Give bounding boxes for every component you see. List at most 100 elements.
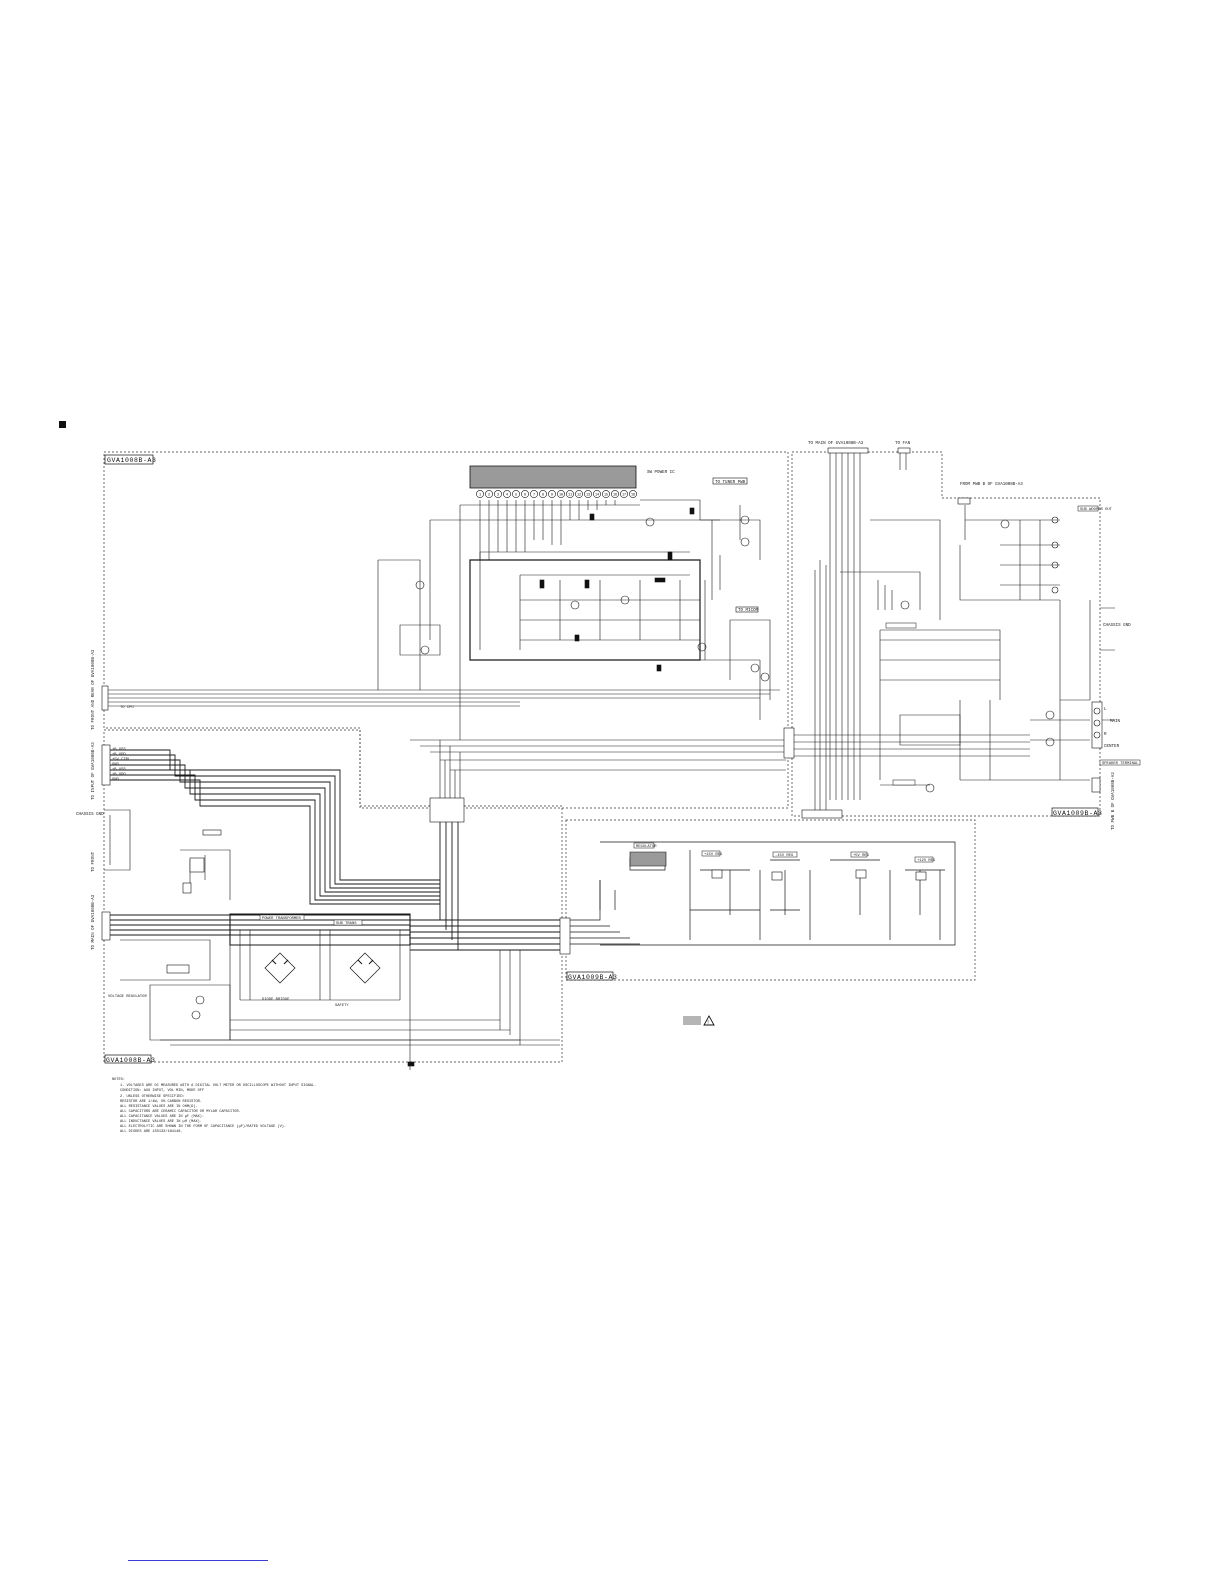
board-top-left-outline [103,451,789,809]
bottom-right-wiring [565,841,956,946]
note-line-9: ALL ELECTROLYTIC ARE SHOWN IN THE FORM O… [120,1124,286,1129]
note-line-6: ALL CAPACITORS ARE CERAMIC CAPACITOR OR … [120,1110,241,1114]
label-to-main: TO MAIN OF GVA1008B-A3 [808,442,864,446]
note-line-3: 2. UNLESS OTHERWISE SPECIFIED: [120,1095,185,1099]
label-regulator: REGULATOR [636,845,657,849]
board-label-bottom-right: GVA1009B-A3 [568,974,618,981]
label-speaker-terminal: SPEAKER TERMINAL [1102,762,1139,766]
bottom-right-components [559,851,927,955]
ic-pin-number: 15 [604,493,608,497]
section-bullet-icon [59,421,66,428]
label-from-pwb: FROM PWB B OF GVA1008B-A3 [960,483,1023,487]
ic-pin-number: 4 [506,493,508,497]
ic-pin-number: 9 [551,493,553,497]
ic-pin-number: 8 [542,493,544,497]
label-15v-neg: -15V REG [775,854,794,858]
label-15v-pos: +15V REG [704,853,723,857]
ic-pin [530,490,538,498]
ic-pin-number: 14 [595,493,599,497]
board-bottom-right-outline [565,819,976,981]
note-line-2: CONDITION: AUX INPUT, VOL MIN, MODE OFF [120,1089,204,1093]
left-label-front: TO FRONT [92,851,96,872]
conn-label-2: +B VDD [112,753,126,757]
ic-pin-number: 3 [497,493,499,497]
label-to-fan: TO FAN [895,442,911,446]
ic-pin-number: 6 [524,493,526,497]
ic-pin-number: 1 [479,493,481,497]
ic-pin [539,490,547,498]
label-to-pwb-right: TO PWB B OF GVA1008B-A3 [1112,772,1116,830]
label-sub-woofer: SUB WOOFER OUT [1080,508,1113,512]
bottom-left-labels: +B VSS +B VDD +5V CTRL GND +B VSS +B VDD… [76,742,363,1008]
ic-pin [494,490,502,498]
label-power-transformer: POWER TRANSFORMER [262,917,301,921]
label-12v: +12V REG [917,859,936,863]
label-to-tuner: TO TUNER PWB [715,481,746,485]
ic-pin-number: 2 [488,493,490,497]
notes-block: NOTES: 1. VOLTAGES ARE DC MEASURED WITH … [112,1078,316,1134]
conn-label-1: +B VSS [112,748,126,752]
conn-label-4: GND [112,763,120,767]
ic-pin [593,490,601,498]
label-sub-trans: SUB TRANS [336,922,357,926]
conn-label-7: GND [112,778,120,782]
ic-pin [548,490,556,498]
label-r: R [1104,733,1107,737]
label-l: L [1104,708,1107,712]
ic-pin [620,490,628,498]
ic-pin-number: 12 [577,493,581,497]
label-safety: SAFETY [335,1004,349,1008]
note-line-4: RESISTOR ARE 1/4W, 5% CARBON RESISTOR. [120,1099,202,1104]
board-label-top-right: GVA1009B-A3 [1053,810,1103,817]
warning-triangle-icon [703,1015,715,1026]
top-left-wiring [104,499,786,800]
footer-link-rule [128,1560,268,1561]
ic-pin-number: 13 [586,493,590,497]
ic-pin-number: 7 [533,493,535,497]
note-line-8: ALL INDUCTANCE VALUES ARE IN μH (MAX). [120,1119,202,1124]
safety-marker: ! [683,1015,715,1026]
ic-pin [485,490,493,498]
label-center: CENTER [1104,745,1120,749]
board-top-right-outline [791,451,1101,817]
left-label-chassis-gnd: CHASSIS GND [76,813,104,817]
conn-label-6: +B VDD [112,773,126,777]
bottom-right-labels: REGULATOR +15V REG -15V REG +5V REG +12V… [633,842,936,863]
ic-pin [629,490,637,498]
label-diode-bridge: DIODE BRIDGE [262,998,290,1002]
ic-pin-number: 16 [613,493,617,497]
label-main-out: MAIN [1110,720,1121,724]
diode-bridges [264,952,381,984]
ic-pin [575,490,583,498]
label-to-cpu: TO CPU [120,706,134,710]
label-chassis-gnd-right: CHASSIS GND [1103,624,1131,628]
board-label-bottom-left: GVA1008B-A3 [106,1057,156,1064]
top-right-components [783,447,1103,819]
ic-pin [503,490,511,498]
top-right-wiring [786,452,1115,810]
top-right-labels: TO MAIN OF GVA1008B-A3 TO FAN FROM PWB B… [808,442,1141,830]
board-label-top-left: GVA1008B-A3 [107,457,157,464]
note-line-10: ALL DIODES ARE 1SS133/1N4148. [120,1129,183,1134]
top-left-labels: TO TUNER PWB TO MICOM TO CPU [120,477,759,710]
ic-pin [476,490,484,498]
note-line-1: 1. VOLTAGES ARE DC MEASURED WITH A DIGIT… [120,1084,316,1088]
board-outlines [103,451,1101,1063]
left-label-front-rear: TO FRONT AND REAR OF GVA1008B-A3 [92,649,96,730]
board-bottom-left-outline [103,729,563,1063]
conn-label-3: +5V CTRL [112,758,131,762]
left-label-input: TO INPUT OF GVA1008B-A3 [92,742,96,800]
label-to-micom: TO MICOM [738,609,759,613]
note-line-7: ALL CAPACITANCE VALUES ARE IN μF (MAX). [120,1114,204,1119]
ic-pin [512,490,520,498]
ic-pin [611,490,619,498]
bottom-left-components [101,744,465,1067]
left-label-main: TO MAIN OF GVA1008B-A3 [92,894,96,950]
top-left-components [415,507,770,682]
ic-pin-number: 11 [568,493,572,497]
conn-label-5: +B VSS [112,768,126,772]
